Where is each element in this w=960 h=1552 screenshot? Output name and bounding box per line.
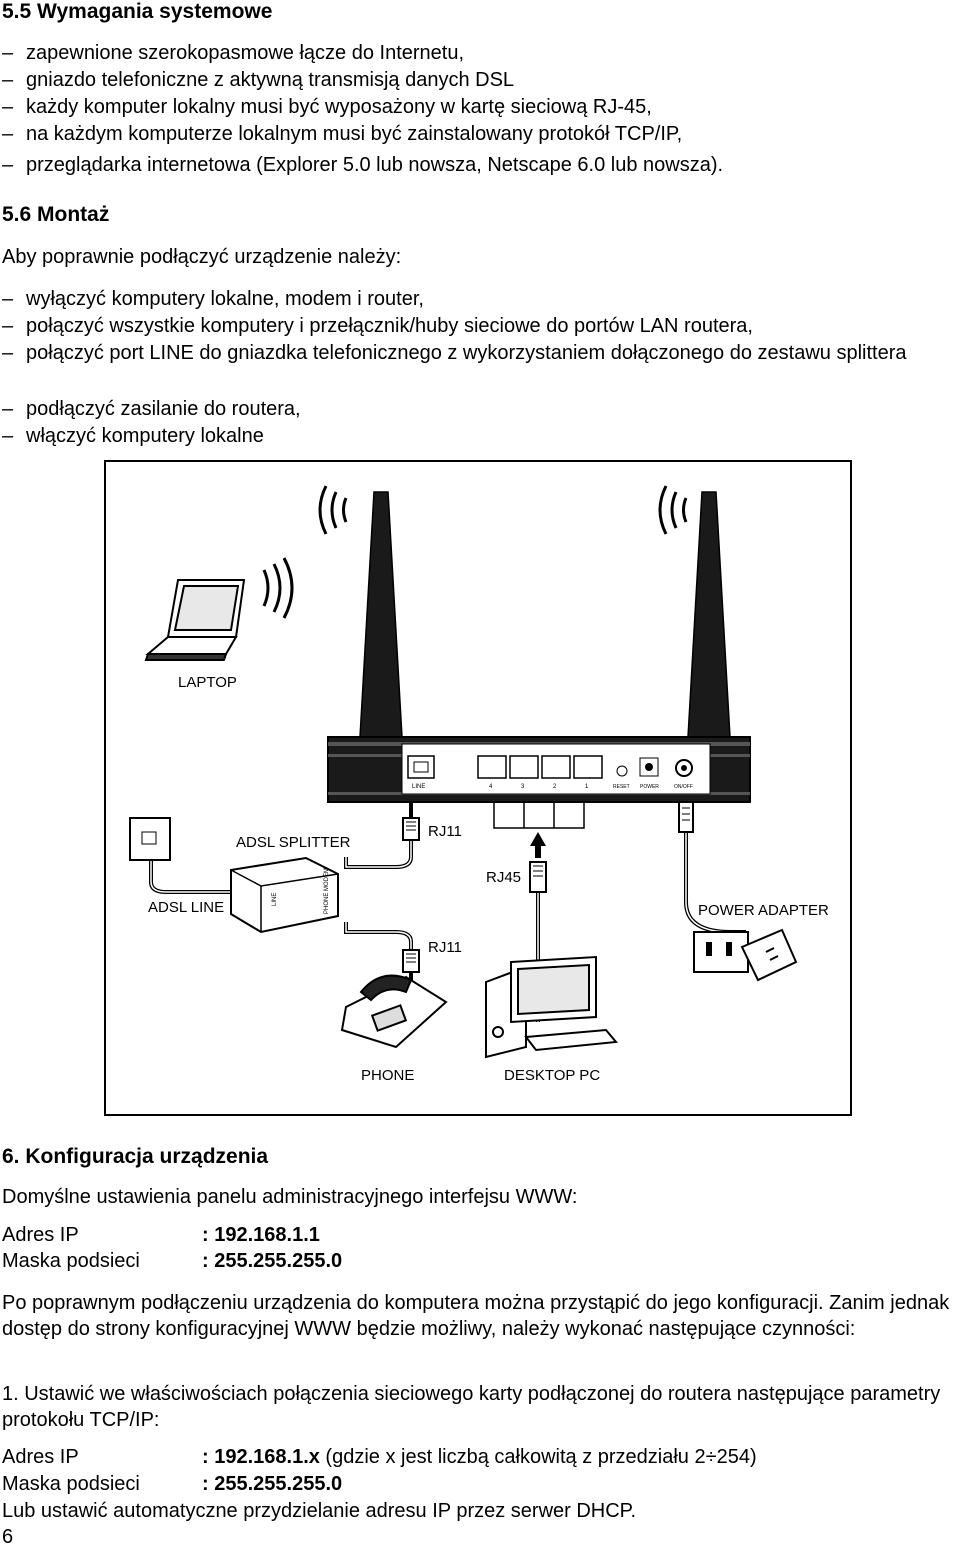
client-ip-row: Adres IP : 192.168.1.x (gdzie x jest licz… bbox=[2, 1444, 757, 1470]
install-step: –włączyć komputery lokalne bbox=[2, 425, 264, 447]
section-5-5-title: 5.5 Wymagania systemowe bbox=[2, 0, 273, 23]
power-plug-icon bbox=[678, 801, 694, 833]
wall-socket-icon bbox=[129, 817, 171, 861]
rj11-connector-bottom-icon bbox=[402, 949, 420, 973]
port-1-label: 1 bbox=[585, 784, 589, 790]
splitter-phone-modem-label: PHONE MODEM bbox=[324, 868, 330, 914]
default-mask-row: Maska podsieci : 255.255.255.0 bbox=[2, 1248, 342, 1274]
splitter-line-label: LINE bbox=[272, 893, 278, 906]
port-3-label: 3 bbox=[521, 784, 525, 790]
default-settings-intro: Domyślne ustawienia panelu administracyj… bbox=[2, 1186, 578, 1208]
rj45-label: RJ45 bbox=[486, 869, 521, 886]
wireless-waves-icon bbox=[262, 485, 688, 619]
phone-label: PHONE bbox=[361, 1067, 414, 1084]
rj11-top-label: RJ11 bbox=[428, 823, 462, 840]
default-mask-value: : 255.255.255.0 bbox=[202, 1250, 343, 1272]
default-ip-label: Adres IP bbox=[2, 1224, 79, 1246]
default-ip-value: : 192.168.1.1 bbox=[202, 1224, 320, 1246]
connection-diagram: LAPTOP LINE 4 3 2 1 RESET POWER ON/OFF bbox=[104, 460, 852, 1116]
power-label: POWER bbox=[640, 784, 659, 790]
installation-intro: Aby poprawnie podłączyć urządzenie należ… bbox=[2, 246, 402, 268]
port-line-label: LINE bbox=[412, 784, 425, 790]
router-icon bbox=[327, 736, 751, 803]
rj11-bottom-label: RJ11 bbox=[428, 939, 462, 956]
requirement-item: –przeglądarka internetowa (Explorer 5.0 … bbox=[2, 154, 724, 176]
laptop-label: LAPTOP bbox=[178, 674, 237, 691]
client-ip-value: : 192.168.1.x bbox=[202, 1446, 320, 1468]
adsl-splitter-icon bbox=[230, 856, 339, 934]
rj45-connector-icon bbox=[529, 861, 547, 893]
antenna-left-icon bbox=[359, 491, 403, 738]
client-ip-label: Adres IP bbox=[2, 1446, 79, 1468]
default-mask-label: Maska podsieci bbox=[2, 1250, 140, 1272]
install-step: –połączyć wszystkie komputery i przełącz… bbox=[2, 315, 753, 337]
install-step: –wyłączyć komputery lokalne, modem i rou… bbox=[2, 288, 424, 310]
on-off-label: ON/OFF bbox=[674, 784, 693, 790]
antenna-right-icon bbox=[687, 491, 731, 738]
dhcp-note: Lub ustawić automatyczne przydzielanie a… bbox=[2, 1500, 637, 1522]
port-2-label: 2 bbox=[553, 784, 557, 790]
rj11-connector-icon bbox=[402, 817, 420, 841]
section-6-title: 6. Konfiguracja urządzenia bbox=[2, 1145, 269, 1168]
power-adapter-label: POWER ADAPTER bbox=[698, 902, 829, 919]
configuration-paragraph: Po poprawnym podłączeniu urządzenia do k… bbox=[2, 1292, 950, 1340]
requirement-item: –gniazdo telefoniczne z aktywną transmis… bbox=[2, 69, 515, 91]
laptop-icon bbox=[144, 579, 246, 661]
install-step: –podłączyć zasilanie do routera, bbox=[2, 398, 301, 420]
requirement-item: –na każdym komputerze lokalnym musi być … bbox=[2, 123, 683, 145]
power-adapter-icon bbox=[693, 928, 798, 982]
arrow-up-icon bbox=[530, 832, 546, 858]
reset-label: RESET bbox=[613, 784, 630, 790]
lan-port-bracket bbox=[493, 802, 585, 829]
client-ip-note: (gdzie x jest liczbą całkowitą z przedzi… bbox=[319, 1446, 757, 1468]
requirement-item: –zapewnione szerokopasmowe łącze do Inte… bbox=[2, 42, 465, 64]
desktop-pc-label: DESKTOP PC bbox=[504, 1067, 600, 1084]
port-4-label: 4 bbox=[489, 784, 493, 790]
client-mask-label: Maska podsieci bbox=[2, 1473, 140, 1495]
section-5-6-title: 5.6 Montaż bbox=[2, 203, 110, 226]
tcpip-instruction: 1. Ustawić we właściwościach połączenia … bbox=[2, 1383, 941, 1431]
default-ip-row: Adres IP : 192.168.1.1 bbox=[2, 1222, 320, 1248]
client-mask-value: : 255.255.255.0 bbox=[202, 1473, 343, 1495]
page-number: 6 bbox=[2, 1526, 14, 1548]
install-step: –połączyć port LINE do gniazdka telefoni… bbox=[2, 342, 907, 364]
phone-icon bbox=[340, 974, 448, 1049]
desktop-pc-icon bbox=[485, 955, 618, 1059]
client-mask-row: Maska podsieci : 255.255.255.0 bbox=[2, 1471, 342, 1497]
adsl-line-label: ADSL LINE bbox=[148, 899, 224, 916]
requirement-item: –każdy komputer lokalny musi być wyposaż… bbox=[2, 96, 652, 118]
adsl-splitter-label: ADSL SPLITTER bbox=[236, 834, 351, 851]
